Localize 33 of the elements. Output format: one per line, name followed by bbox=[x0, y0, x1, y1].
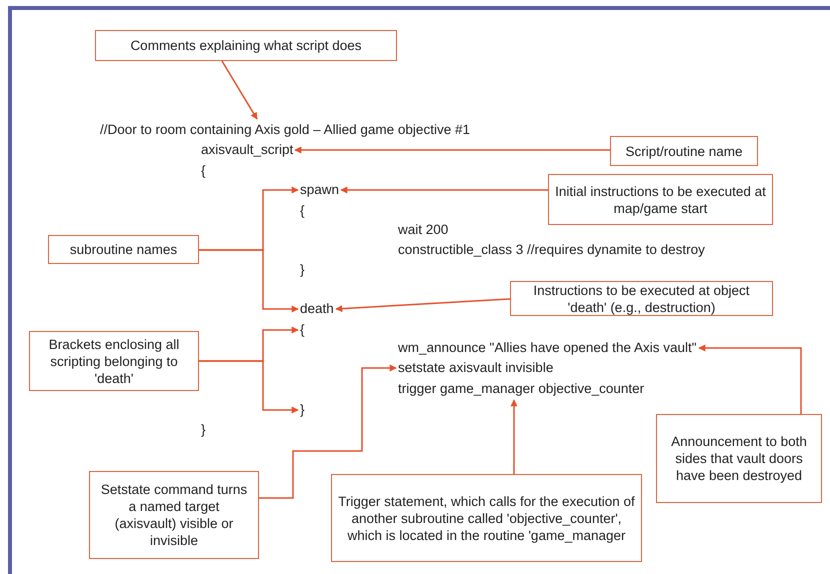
arrow bbox=[259, 364, 397, 499]
arrow bbox=[199, 249, 299, 312]
arrow bbox=[698, 344, 802, 414]
arrow bbox=[199, 360, 299, 414]
code-line: } bbox=[300, 261, 305, 279]
callout-box: Announcement to both sides that vault doors have been destroyed bbox=[656, 414, 822, 503]
code-line: trigger game_manager objective_counter bbox=[398, 380, 644, 398]
code-line: axisvault_script bbox=[201, 141, 294, 159]
code-line: constructible_class 3 //requires dynamite to destroy bbox=[398, 241, 705, 259]
arrow bbox=[335, 298, 510, 312]
code-line: } bbox=[201, 421, 206, 439]
code-line: } bbox=[300, 401, 305, 419]
callout-box: Comments explaining what script does bbox=[95, 30, 397, 61]
code-line: setstate axisvault invisible bbox=[398, 359, 554, 377]
callout-box: subroutine names bbox=[48, 235, 199, 264]
code-line: wait 200 bbox=[398, 221, 448, 239]
code-line: { bbox=[300, 321, 305, 339]
callout-box: Trigger statement, which calls for the execution of another subroutine called 'objective_counter', which is located in the routine 'game_manager bbox=[331, 474, 642, 562]
callout-box: Instructions to be executed at object 'death' (e.g., destruction) bbox=[510, 281, 773, 316]
arrow bbox=[340, 186, 548, 194]
code-line: { bbox=[300, 202, 305, 220]
callout-box: Brackets enclosing all scripting belonging to 'death' bbox=[29, 331, 199, 391]
code-line: spawn bbox=[300, 181, 340, 199]
arrow bbox=[510, 399, 518, 474]
code-line: wm_announce "Allies have opened the Axis vault" bbox=[398, 339, 697, 357]
code-line: //Door to room containing Axis gold – Allied game objective #1 bbox=[100, 121, 470, 139]
arrow bbox=[221, 60, 258, 120]
code-line: { bbox=[201, 162, 206, 180]
callout-box: Setstate command turns a named target (axisvault) visible or invisible bbox=[89, 471, 259, 559]
callout-box: Initial instructions to be executed at map/game start bbox=[548, 174, 773, 225]
callout-box: Script/routine name bbox=[610, 136, 758, 166]
arrow bbox=[294, 146, 610, 154]
code-line: death bbox=[300, 300, 334, 318]
